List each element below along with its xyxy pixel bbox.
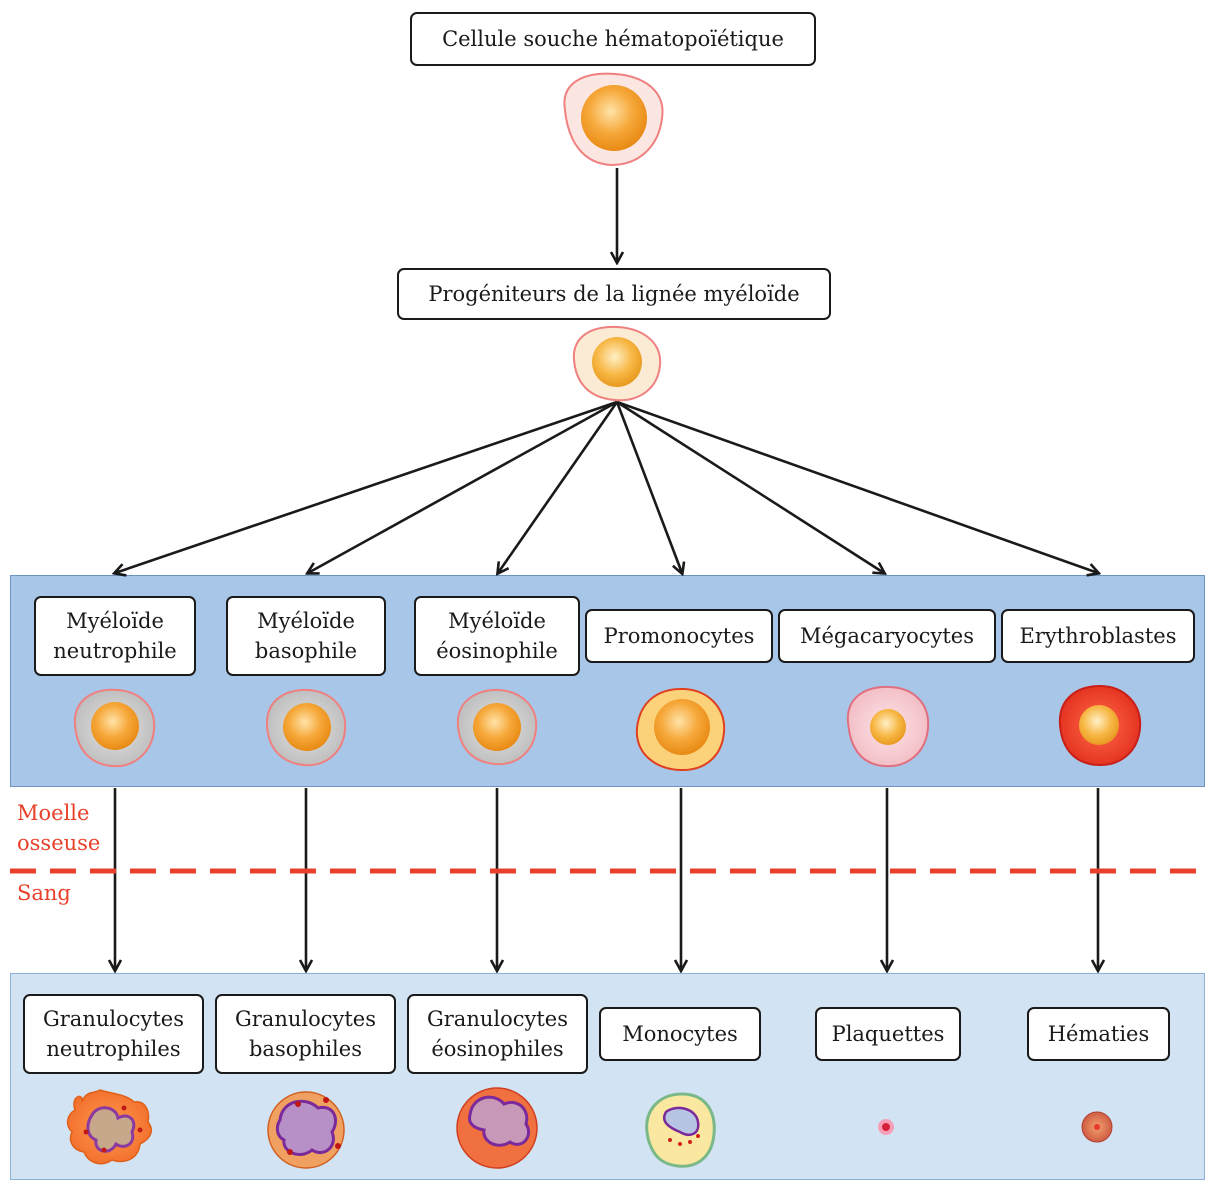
- mature-box-basophil-granulocytes: Granulocytes basophiles: [215, 994, 396, 1074]
- maturation-arrows: [115, 788, 1098, 970]
- progenitor-box: Progéniteurs de la lignée myéloïde: [397, 268, 831, 320]
- eosinophil-granulocyte-icon: [456, 1087, 538, 1169]
- stem-cell-icon: [563, 72, 664, 167]
- stem-cell-box: Cellule souche hématopoïétique: [410, 12, 816, 66]
- precursor-box-myeloid-eosinophil: Myéloïde éosinophile: [414, 596, 580, 676]
- arrow-to-promonocytes: [615, 401, 682, 573]
- arrow-to-neutrophil-myeloid: [115, 400, 618, 573]
- mature-box-platelets: Plaquettes: [815, 1007, 961, 1061]
- megakaryocyte-cell-icon: [846, 685, 930, 768]
- precursor-box-promonocytes: Promonocytes: [585, 609, 773, 663]
- myeloid-eosinophil-cell-icon: [456, 688, 538, 766]
- precursor-box-myeloid-basophil: Myéloïde basophile: [226, 596, 386, 676]
- precursor-box-myeloid-neutrophil: Myéloïde neutrophile: [34, 596, 196, 676]
- erythroblast-cell-icon: [1058, 684, 1142, 767]
- promonocyte-cell-icon: [635, 687, 726, 772]
- zone-label-marrow: Moelle osseuse: [17, 801, 101, 855]
- arrow-to-megakaryocytes: [616, 400, 884, 573]
- platelet-icon: [878, 1119, 894, 1135]
- mature-box-monocytes: Monocytes: [599, 1007, 761, 1061]
- myeloid-basophil-cell-icon: [265, 688, 347, 767]
- basophil-granulocyte-icon: [267, 1091, 345, 1169]
- mature-box-neutrophil-granulocytes: Granulocytes neutrophiles: [23, 994, 204, 1074]
- erythrocyte-icon: [1081, 1111, 1113, 1143]
- zone-label-blood: Sang: [17, 881, 71, 905]
- monocyte-icon: [645, 1092, 716, 1168]
- arrow-to-erythroblasts: [616, 400, 1098, 573]
- progenitor-cell-icon: [572, 325, 662, 402]
- myeloid-neutrophil-cell-icon: [73, 688, 156, 768]
- fanout-arrows: [115, 400, 1098, 573]
- precursor-box-megakaryocytes: Mégacaryocytes: [778, 609, 996, 663]
- mature-box-erythrocytes: Hématies: [1027, 1007, 1170, 1061]
- mature-box-eosinophil-granulocytes: Granulocytes éosinophiles: [407, 994, 588, 1074]
- neutrophil-granulocyte-icon: [66, 1089, 152, 1165]
- arrow-to-eosinophil-myeloid: [498, 401, 619, 573]
- arrow-to-basophil-myeloid: [308, 400, 618, 573]
- precursor-box-erythroblasts: Erythroblastes: [1001, 609, 1195, 663]
